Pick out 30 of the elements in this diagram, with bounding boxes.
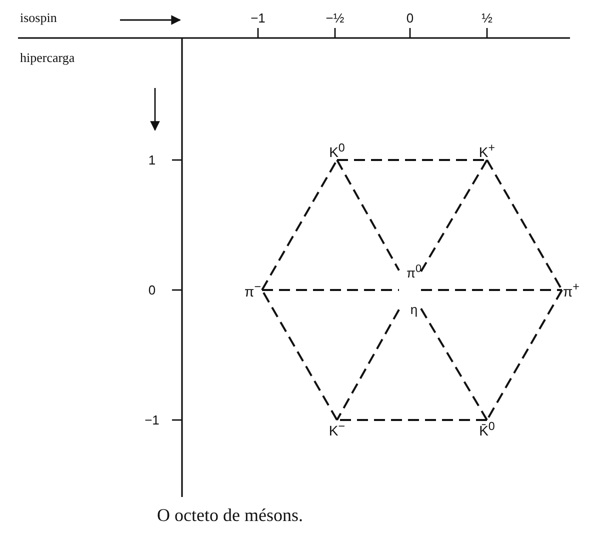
dashed-line (486, 160, 563, 290)
particle-label: K$^{+}$ (478, 141, 496, 160)
dashed-line (336, 160, 400, 271)
dashed-line (336, 309, 400, 420)
dashed-line (261, 290, 338, 420)
tick-label: −½ (326, 10, 344, 26)
particle-label: π$^{−}$ (244, 280, 262, 300)
dashed-line (262, 289, 399, 291)
caption: O octeto de mésons. (157, 505, 303, 526)
axis-label: isospin (20, 10, 57, 26)
dashed-line (421, 289, 562, 291)
particle-label: K̄$^{0}$ (478, 420, 496, 439)
tick-label: 0 (148, 282, 156, 298)
dashed-line (420, 159, 488, 272)
tick-label: 1 (148, 152, 156, 168)
dashed-line (486, 290, 563, 420)
axis-label: hipercarga (20, 50, 75, 66)
particle-label: K$^{0}$ (328, 141, 346, 160)
particle-label: η (410, 303, 418, 316)
tick-label: ½ (482, 10, 492, 26)
tick-label: −1 (144, 412, 160, 428)
dashed-line (337, 419, 487, 421)
dashed-line (261, 160, 338, 290)
particle-label: π$^{0}$ (406, 264, 422, 280)
tick-label: 0 (406, 10, 414, 26)
tick-label: −1 (250, 10, 266, 26)
particle-label: K$^{−}$ (328, 420, 346, 439)
dashed-line (420, 308, 488, 421)
dashed-line (337, 159, 487, 161)
particle-label: π$^{+}$ (562, 280, 580, 300)
